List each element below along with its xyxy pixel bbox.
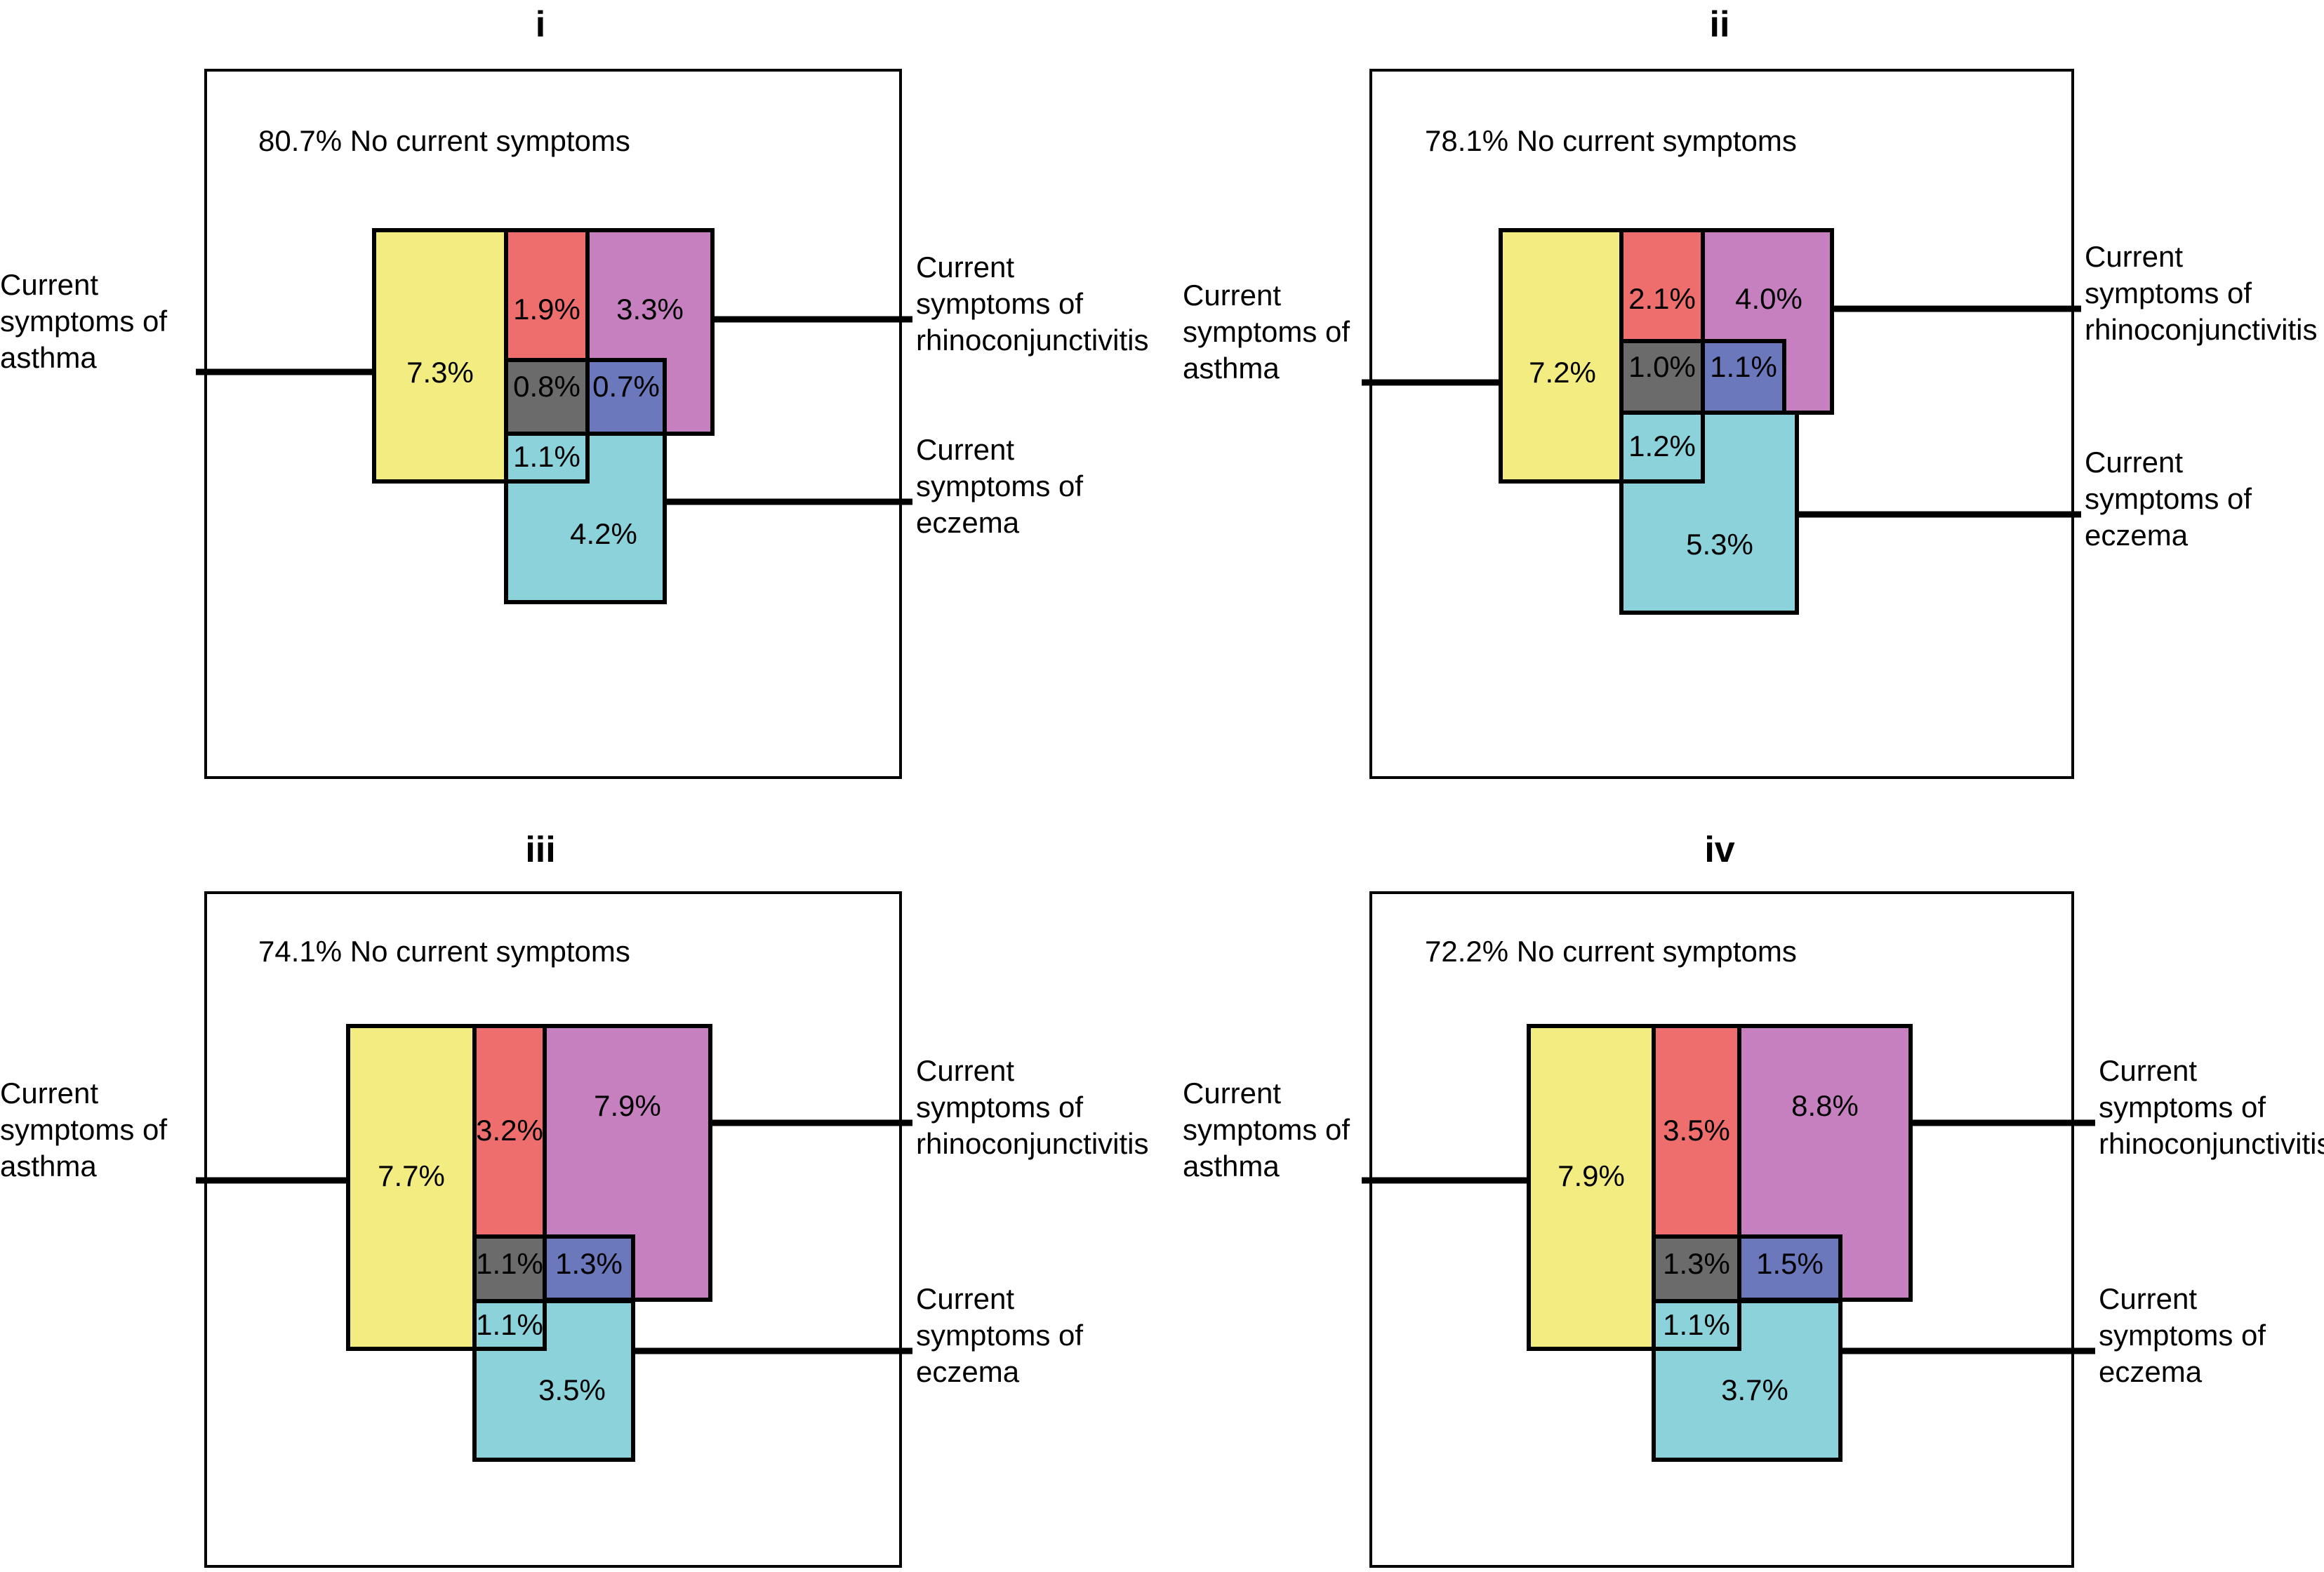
panel-title-i: i: [536, 4, 545, 45]
cell-outline-eczema-only-ii: [1619, 411, 1799, 615]
cell-asthma-only-i: [372, 228, 508, 484]
value-asthma-eczema-i: 1.1%: [513, 440, 580, 473]
label-eczema-iv-line: eczema: [2099, 1355, 2203, 1388]
cell-outline-eczema-only-iv: [1652, 1299, 1842, 1462]
label-rhinoconjunctivitis-iii-line: Current: [916, 1054, 1014, 1087]
value-eczema-only-ii: 5.3%: [1686, 528, 1753, 561]
label-rhinoconjunctivitis-ii-line: Current: [2085, 240, 2183, 273]
value-asthma-rhino-iv: 3.5%: [1663, 1114, 1730, 1147]
label-rhinoconjunctivitis-iii-line: rhinoconjunctivitis: [916, 1127, 1149, 1160]
label-rhinoconjunctivitis-i-line: rhinoconjunctivitis: [916, 324, 1149, 357]
label-rhinoconjunctivitis-ii-line: symptoms of: [2085, 277, 2252, 309]
value-eczema-only-i: 4.2%: [570, 517, 637, 550]
value-asthma-only-iii: 7.7%: [378, 1159, 445, 1192]
label-eczema-iii-line: symptoms of: [916, 1319, 1083, 1352]
label-asthma-ii-line: symptoms of: [1183, 315, 1350, 348]
value-rhino-eczema-iii: 1.3%: [555, 1247, 623, 1280]
value-asthma-rhino-i: 1.9%: [513, 293, 580, 326]
label-eczema-i-line: symptoms of: [916, 469, 1083, 502]
value-rhino-only-iii: 7.9%: [594, 1089, 661, 1122]
label-asthma-iv-line: asthma: [1183, 1150, 1280, 1183]
label-asthma-iii-line: symptoms of: [0, 1113, 167, 1146]
label-rhinoconjunctivitis-i-line: symptoms of: [916, 287, 1083, 320]
label-rhinoconjunctivitis-i-line: Current: [916, 251, 1014, 284]
label-eczema-iii-line: eczema: [916, 1355, 1020, 1388]
value-asthma-rhino-ii: 2.1%: [1628, 282, 1696, 315]
value-asthma-eczema-iii: 1.1%: [476, 1308, 543, 1341]
value-asthma-only-iv: 7.9%: [1558, 1159, 1625, 1192]
label-asthma-ii-line: Current: [1183, 279, 1281, 312]
label-asthma-iv-line: symptoms of: [1183, 1113, 1350, 1146]
value-asthma-only-i: 7.3%: [406, 356, 474, 389]
label-eczema-ii-line: Current: [2085, 446, 2183, 479]
label-rhinoconjunctivitis-ii-line: rhinoconjunctivitis: [2085, 313, 2318, 346]
label-rhinoconjunctivitis-iii-line: symptoms of: [916, 1091, 1083, 1124]
population-frame-i: [204, 69, 902, 779]
cell-eczema-only-ii: [1619, 411, 1799, 615]
panel-title-iv: iv: [1704, 830, 1734, 870]
cell-outline-eczema-only-i: [504, 432, 667, 604]
label-asthma-i-line: symptoms of: [0, 305, 167, 338]
label-rhinoconjunctivitis-iv-line: Current: [2099, 1054, 2197, 1087]
value-asthma-rhino-eczema-i: 0.8%: [513, 370, 580, 403]
label-eczema-ii-line: symptoms of: [2085, 482, 2252, 515]
value-asthma-rhino-eczema-iv: 1.3%: [1663, 1247, 1730, 1280]
label-asthma-ii-line: asthma: [1183, 352, 1280, 385]
no-current-symptoms-label-iii: 74.1% No current symptoms: [258, 935, 630, 968]
value-rhino-only-iv: 8.8%: [1791, 1089, 1859, 1122]
label-eczema-i-line: eczema: [916, 506, 1020, 539]
label-rhinoconjunctivitis-iv-line: symptoms of: [2099, 1091, 2266, 1124]
population-frame-iii: [204, 891, 902, 1568]
label-rhinoconjunctivitis-ii: Current symptoms of rhinoconjunctivitis: [2085, 240, 2318, 346]
value-rhino-eczema-ii: 1.1%: [1710, 350, 1777, 383]
cell-outline-eczema-only-iii: [472, 1299, 635, 1462]
panel-title-ii: ii: [1710, 4, 1730, 45]
label-asthma-iii-line: Current: [0, 1077, 98, 1110]
population-frame-ii: [1369, 69, 2074, 779]
value-rhino-eczema-iv: 1.5%: [1756, 1247, 1824, 1280]
label-asthma-i-line: asthma: [0, 341, 97, 374]
value-asthma-rhino-iii: 3.2%: [476, 1114, 543, 1147]
label-eczema-iii-line: Current: [916, 1282, 1014, 1315]
no-current-symptoms-label-i: 80.7% No current symptoms: [258, 124, 630, 157]
label-eczema-i-line: Current: [916, 433, 1014, 466]
no-current-symptoms-label-iv: 72.2% No current symptoms: [1425, 935, 1797, 968]
value-asthma-eczema-ii: 1.2%: [1628, 429, 1696, 462]
label-asthma-iv-line: Current: [1183, 1077, 1281, 1110]
value-eczema-only-iii: 3.5%: [538, 1373, 606, 1406]
value-asthma-eczema-iv: 1.1%: [1663, 1308, 1730, 1341]
panel-title-iii: iii: [525, 830, 555, 870]
label-eczema-iv-line: symptoms of: [2099, 1319, 2266, 1352]
value-eczema-only-iv: 3.7%: [1721, 1373, 1788, 1406]
value-asthma-rhino-eczema-iii: 1.1%: [476, 1247, 543, 1280]
label-asthma-i-line: Current: [0, 268, 98, 301]
no-current-symptoms-label-ii: 78.1% No current symptoms: [1425, 124, 1797, 157]
value-rhino-only-ii: 4.0%: [1735, 282, 1802, 315]
label-eczema-iv-line: Current: [2099, 1282, 2197, 1315]
value-asthma-only-ii: 7.2%: [1529, 356, 1596, 389]
value-asthma-rhino-eczema-ii: 1.0%: [1628, 350, 1696, 383]
label-eczema-ii-line: eczema: [2085, 519, 2189, 552]
label-rhinoconjunctivitis-iv-line: rhinoconjunctivitis: [2099, 1127, 2324, 1160]
value-rhino-eczema-i: 0.7%: [592, 370, 660, 403]
population-frame-iv: [1369, 891, 2074, 1568]
value-rhino-only-i: 3.3%: [616, 293, 684, 326]
label-asthma-iii-line: asthma: [0, 1150, 97, 1183]
